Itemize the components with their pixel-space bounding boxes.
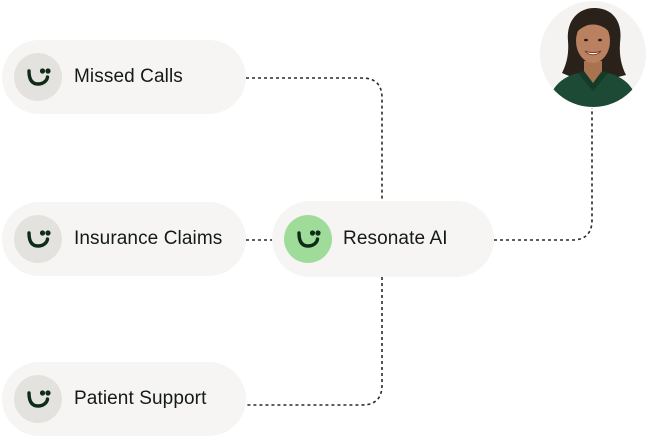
person-avatar-icon [548,7,638,107]
smiley-icon [14,215,62,263]
insurance-claims-label: Insurance Claims [74,228,223,249]
connector-missed-calls [246,77,383,200]
connector-agent [494,108,593,241]
patient-support-label: Patient Support [74,388,207,409]
smiley-icon [14,375,62,423]
patient-support-node[interactable]: Patient Support [2,362,246,436]
agent-avatar [540,1,646,107]
smiley-icon [14,53,62,101]
insurance-claims-node[interactable]: Insurance Claims [2,202,246,276]
resonate-ai-label: Resonate AI [343,228,448,249]
missed-calls-node[interactable]: Missed Calls [2,40,246,114]
smiley-icon [284,215,332,263]
missed-calls-label: Missed Calls [74,66,183,87]
resonate-ai-node[interactable]: Resonate AI [272,201,494,277]
connector-patient-support [246,277,383,406]
